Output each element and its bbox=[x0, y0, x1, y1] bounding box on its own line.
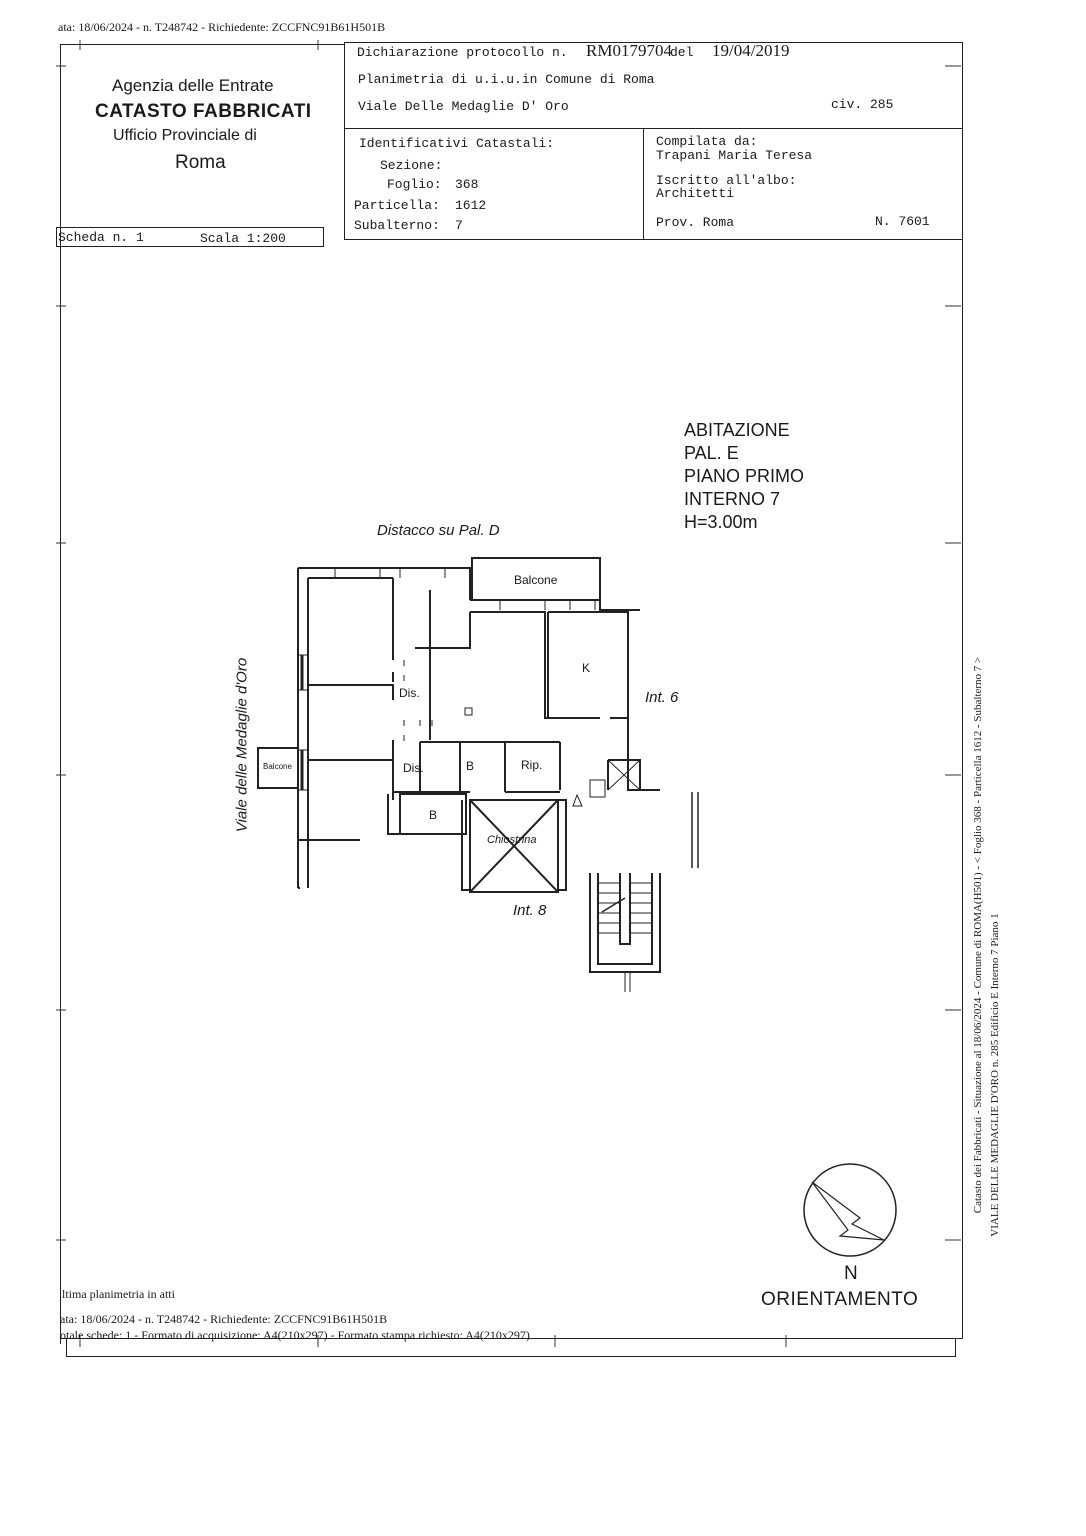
foglio-value: 368 bbox=[455, 177, 479, 192]
outer-wall bbox=[297, 567, 471, 888]
foglio-label: Foglio: bbox=[387, 177, 442, 192]
subalterno-label: Subalterno: bbox=[354, 218, 440, 233]
frame-bottom bbox=[60, 1338, 963, 1339]
frame-bottom-left-tick bbox=[66, 1338, 67, 1356]
particella-value: 1612 bbox=[455, 198, 487, 213]
balcone-left-label: Balcone bbox=[263, 762, 292, 771]
plan-info-line4: INTERNO 7 bbox=[684, 489, 781, 509]
iscritto-label: Iscritto all'albo: bbox=[656, 173, 797, 188]
ufficio-label: Ufficio Provinciale di bbox=[113, 127, 257, 144]
chiostrina-rect bbox=[469, 799, 559, 893]
street-label: Viale delle Medaglie d'Oro bbox=[233, 657, 251, 833]
footer-schede: otale schede: 1 - Formato di acquisizion… bbox=[60, 1328, 530, 1342]
frame-left bbox=[60, 44, 61, 1344]
albo-number: N. 7601 bbox=[875, 214, 930, 229]
protocol-label: Dichiarazione protocollo n. bbox=[357, 45, 568, 60]
dis-label-2: Dis. bbox=[403, 761, 424, 775]
subalterno-value: 7 bbox=[455, 218, 463, 233]
plan-info-line1: ABITAZIONE bbox=[684, 420, 790, 440]
planimetria-label: Planimetria di u.i.u.in Comune di Roma bbox=[358, 72, 655, 87]
header-compilata-box bbox=[643, 128, 963, 240]
bath-label-1: B bbox=[466, 759, 475, 773]
balcone-top-label: Balcone bbox=[514, 573, 558, 587]
orientamento-label: ORIENTAMENTO bbox=[761, 1289, 919, 1310]
balcony-left-rect bbox=[257, 747, 299, 789]
side-text-2: VIALE DELLE MEDAGLIE D'ORO n. 285 Edific… bbox=[989, 913, 1001, 1237]
int6-label: Int. 6 bbox=[645, 689, 679, 706]
scheda-label: Scheda n. 1 bbox=[58, 230, 144, 245]
footer-ultima: ltima planimetria in atti bbox=[62, 1287, 175, 1301]
protocol-del: del bbox=[670, 45, 694, 60]
footer-data: ata: 18/06/2024 - n. T248742 - Richieden… bbox=[60, 1312, 388, 1326]
frame-top-left bbox=[60, 44, 345, 45]
agency-name: Agenzia delle Entrate bbox=[112, 76, 274, 95]
frame-right bbox=[962, 240, 963, 1338]
sezione-label: Sezione: bbox=[380, 158, 443, 173]
protocol-number: RM0179704 bbox=[586, 41, 672, 60]
identificativi-title: Identificativi Catastali: bbox=[359, 136, 555, 151]
chiostrina-label: Chiostrina bbox=[487, 834, 537, 846]
scala-label: Scala 1:200 bbox=[200, 231, 286, 246]
rip-label: Rip. bbox=[521, 758, 543, 772]
compilata-name: Trapani Maria Teresa bbox=[656, 148, 813, 163]
int8-label: Int. 8 bbox=[513, 902, 547, 919]
particella-label: Particella: bbox=[354, 198, 440, 213]
compilata-label: Compilata da: bbox=[656, 134, 758, 149]
protocol-date: 19/04/2019 bbox=[712, 41, 790, 60]
ufficio-city: Roma bbox=[175, 152, 226, 173]
plan-info-line5: H=3.00m bbox=[684, 512, 758, 532]
prov-label: Prov. Roma bbox=[656, 215, 735, 230]
top-stamp: ata: 18/06/2024 - n. T248742 - Richieden… bbox=[58, 20, 386, 34]
side-text-1: Catasto dei Fabbricati - Situazione al 1… bbox=[972, 656, 984, 1214]
distacco-label: Distacco su Pal. D bbox=[377, 522, 500, 539]
kitchen-label: K bbox=[582, 661, 591, 675]
albo-value: Architetti bbox=[656, 186, 735, 201]
frame-bottom-outer bbox=[66, 1356, 956, 1357]
dis-label-1: Dis. bbox=[399, 686, 420, 700]
scheda-box bbox=[56, 227, 324, 247]
civico-label: civ. 285 bbox=[831, 97, 894, 112]
catasto-title: CATASTO FABBRICATI bbox=[95, 101, 312, 122]
plan-info-line3: PIANO PRIMO bbox=[684, 466, 805, 486]
frame-bottom-right-tick bbox=[955, 1338, 956, 1356]
plan-info-line2: PAL. E bbox=[684, 443, 739, 463]
address-label: Viale Delle Medaglie D' Oro bbox=[358, 99, 569, 114]
compass-icon bbox=[803, 1163, 897, 1257]
bath-label-2: B bbox=[429, 808, 438, 822]
north-label: N bbox=[844, 1263, 858, 1284]
